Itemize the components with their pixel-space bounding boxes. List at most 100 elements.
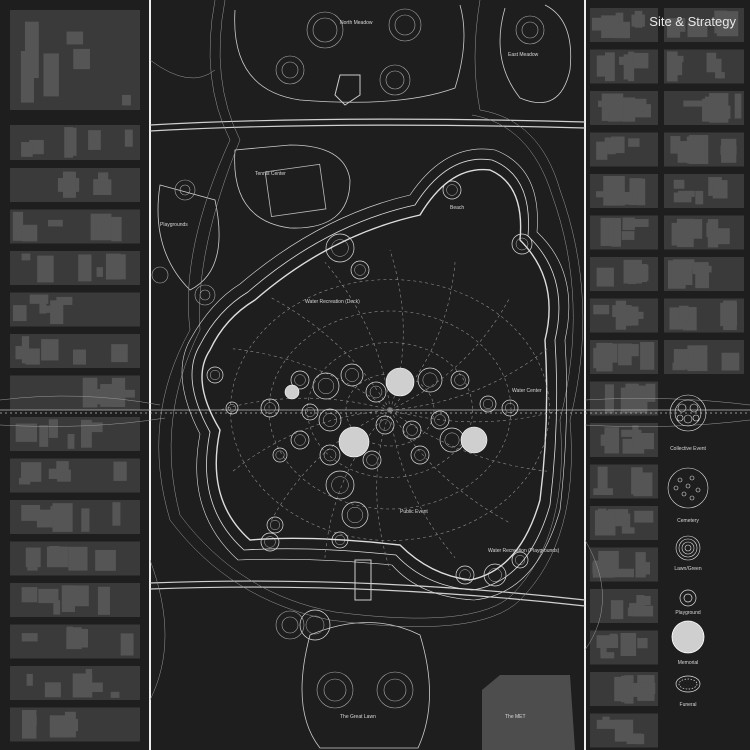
building — [695, 190, 704, 205]
event-circle-inner — [335, 535, 346, 546]
building — [673, 179, 685, 189]
building — [120, 633, 134, 656]
label-playgrounds: Playgrounds — [160, 222, 188, 228]
building — [637, 178, 646, 206]
building — [686, 136, 705, 164]
event-circle-inner — [488, 568, 502, 582]
event-circle — [301, 403, 319, 421]
building — [20, 462, 42, 482]
label-great-lawn: The Great Lawn — [340, 714, 376, 720]
building — [18, 477, 31, 485]
radial-path — [232, 409, 391, 472]
building — [56, 296, 73, 305]
building — [612, 568, 635, 578]
building — [628, 306, 639, 326]
radial-path — [376, 409, 391, 571]
building — [679, 305, 689, 321]
building — [593, 347, 613, 369]
building — [36, 509, 55, 528]
event-circle — [225, 401, 239, 415]
memorial-icon — [671, 620, 705, 654]
reservoir-shore — [181, 148, 570, 601]
meadows — [157, 4, 572, 749]
event-circle — [331, 531, 349, 549]
building — [706, 52, 717, 73]
building — [672, 316, 687, 329]
radial-path — [269, 296, 391, 411]
event-circle — [325, 470, 355, 500]
building — [634, 10, 643, 28]
label-the-met: The MET — [505, 714, 526, 720]
building — [94, 388, 111, 405]
building — [21, 142, 33, 157]
event-circle — [312, 372, 340, 400]
building — [68, 546, 88, 571]
building — [607, 144, 616, 155]
building — [48, 419, 58, 438]
event-circle-inner — [305, 615, 325, 635]
label-east-meadow: East Meadow — [508, 52, 539, 58]
building — [707, 219, 719, 248]
city-block — [664, 174, 744, 208]
building — [110, 691, 120, 698]
building — [721, 352, 740, 371]
building — [618, 343, 632, 366]
building — [49, 715, 71, 738]
building — [622, 191, 641, 205]
building — [672, 57, 683, 76]
building — [593, 304, 610, 315]
event-circle-inner — [446, 184, 458, 196]
event-circle — [325, 233, 355, 263]
building — [629, 98, 647, 112]
building — [678, 190, 695, 197]
building — [715, 228, 730, 245]
city-blocks — [10, 8, 744, 748]
collective-event-icon — [669, 394, 707, 432]
building — [608, 109, 621, 122]
building — [29, 716, 37, 726]
legend-label-memorial: Memorial — [678, 660, 699, 666]
building — [597, 508, 607, 529]
place-labels: North Meadow East Meadow Tennis Center P… — [160, 20, 560, 720]
event-circle — [362, 450, 382, 470]
building — [67, 433, 75, 449]
event-circle — [410, 445, 430, 465]
building — [66, 31, 84, 45]
event-circle-inner — [264, 402, 276, 414]
legend-label-funeral: Funeral — [680, 702, 697, 708]
building — [112, 502, 121, 526]
building — [706, 222, 713, 238]
building — [124, 129, 133, 147]
event-circle — [206, 366, 224, 384]
event-circle-inner — [323, 448, 337, 462]
building — [12, 305, 27, 322]
label-public-event: Public Event — [400, 509, 428, 515]
building — [85, 669, 92, 683]
building — [621, 429, 642, 437]
building — [96, 267, 103, 277]
filled-memorials — [284, 367, 488, 458]
building — [682, 362, 695, 369]
building — [695, 272, 710, 289]
event-circle-inner — [228, 404, 236, 412]
building — [721, 138, 737, 163]
event-circle-inner — [414, 449, 426, 461]
building — [625, 383, 639, 412]
building — [596, 719, 617, 729]
lawn-green-icon — [675, 535, 701, 561]
building — [110, 387, 125, 404]
radial-path — [389, 296, 511, 411]
event-circle-inner — [406, 424, 418, 436]
building — [632, 52, 649, 69]
event-circle — [365, 381, 387, 403]
building — [56, 461, 69, 473]
building — [628, 138, 640, 147]
radial-path — [389, 409, 548, 472]
building — [95, 549, 116, 571]
radial-path — [389, 409, 561, 423]
label-beach: Beach — [450, 205, 464, 211]
radial-path — [232, 348, 391, 411]
building — [601, 15, 620, 38]
event-circle — [290, 370, 310, 390]
building — [39, 299, 47, 314]
